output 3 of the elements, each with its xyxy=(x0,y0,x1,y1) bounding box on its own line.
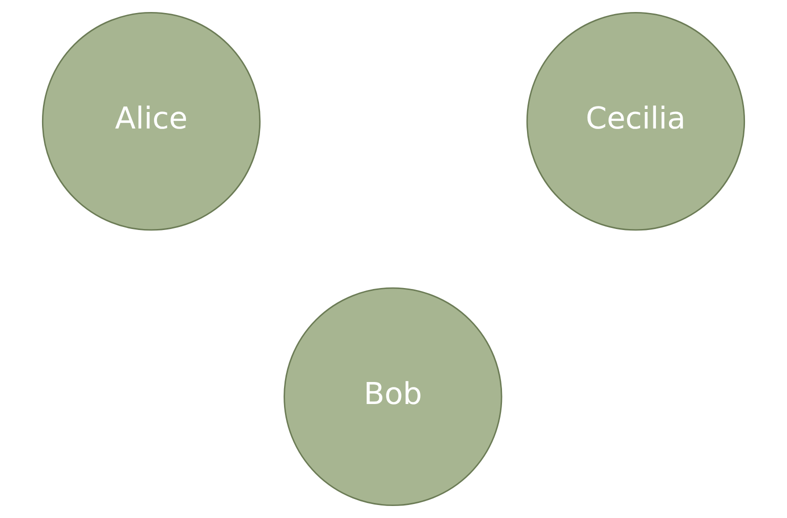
node-circle: Bob xyxy=(284,287,502,506)
node-circle: Cecilia xyxy=(526,12,746,231)
node-circle: Alice xyxy=(42,12,261,231)
